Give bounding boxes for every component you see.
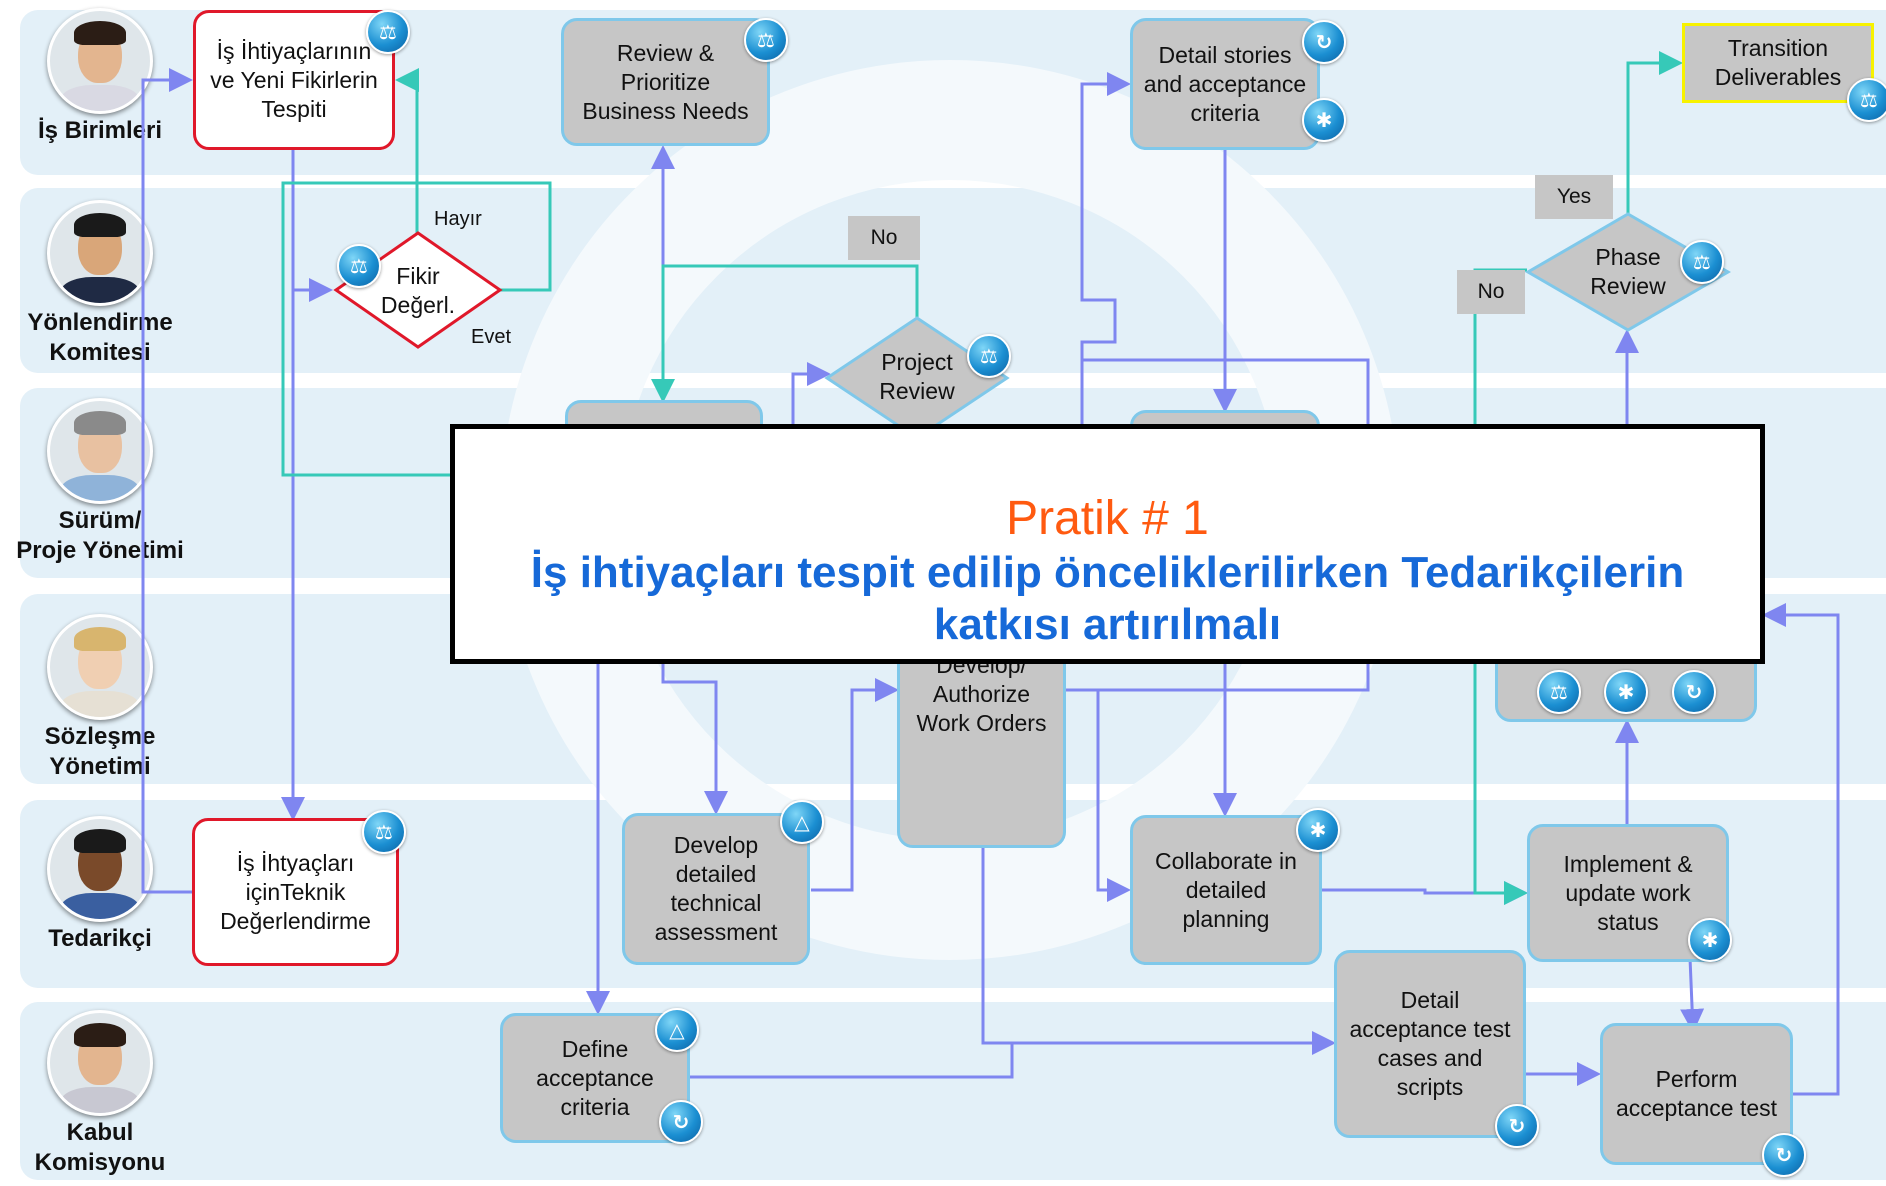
actor-label: İş Birimleri xyxy=(37,117,163,144)
actor-label: Yönlendirme Komitesi xyxy=(27,309,173,366)
node-review-prioritize: Review & Prioritize Business Needs xyxy=(561,18,770,146)
avatar xyxy=(47,614,153,720)
node-technical-evaluation: İş İhtyaçları içinTeknik Değerlendirme xyxy=(192,818,399,966)
avatar-torso xyxy=(60,475,140,501)
avatar xyxy=(47,200,153,306)
flow-develop-authorize xyxy=(811,678,899,892)
node-collaborate-planning: Collaborate in detailed planning xyxy=(1130,815,1322,965)
project-review-label: Project Review xyxy=(879,349,955,404)
fikir-degerl-label: Fikir Değerl. xyxy=(380,263,456,318)
avatar-hair xyxy=(74,1023,126,1047)
avatar-torso xyxy=(60,893,140,919)
actor-label: Tedarikçi xyxy=(48,925,152,952)
actor-label: Sözleşme Yönetimi xyxy=(44,723,156,780)
actor-yonlendirme-komitesi: Yönlendirme Komitesi xyxy=(0,200,200,368)
scale-icon: ⚖ xyxy=(362,810,406,854)
triangle-icon: △ xyxy=(655,1008,699,1052)
actor-is-birimleri: İş Birimleri xyxy=(0,8,200,146)
flow-to-develop-detailed xyxy=(661,664,728,815)
flow-authorize-collaborate xyxy=(1066,688,1131,902)
scale-icon: ⚖ xyxy=(967,334,1011,378)
node-develop-authorize: Develop/ Authorize Work Orders xyxy=(897,640,1066,848)
callout-title: Pratik # 1 xyxy=(1006,492,1209,545)
flow-project-review-no xyxy=(651,264,919,403)
no-tag-phase: No xyxy=(1457,270,1525,314)
node-define-acceptance: Define acceptance criteria xyxy=(500,1013,690,1143)
avatar-torso xyxy=(60,277,140,303)
flow-to-detail-stories xyxy=(1080,72,1131,424)
scale-icon: ⚖ xyxy=(744,18,788,62)
actor-surum-proje-yonetimi: Sürüm/ Proje Yönetimi xyxy=(0,398,200,566)
cycle-icon: ↻ xyxy=(1302,20,1346,64)
avatar-hair xyxy=(74,213,126,237)
actor-sozlesme-yonetimi: Sözleşme Yönetimi xyxy=(0,614,200,782)
node-transition-deliverables: Transition Deliverables xyxy=(1682,23,1874,103)
yes-tag-phase: Yes xyxy=(1535,175,1613,219)
scale-icon: ⚖ xyxy=(366,10,410,54)
node-detail-acceptance: Detail acceptance test cases and scripts xyxy=(1334,950,1526,1138)
flow-fikir-loop xyxy=(281,181,552,477)
evet-label: Evet xyxy=(471,326,512,348)
hub-icon: ✱ xyxy=(1296,808,1340,852)
flow-implement-to-perform xyxy=(1680,957,1705,1033)
no-tag-project: No xyxy=(848,216,920,260)
hayir-label: Hayır xyxy=(434,208,482,230)
avatar xyxy=(47,816,153,922)
flow-fikir-hayir xyxy=(395,68,419,240)
cycle-icon: ↻ xyxy=(1762,1133,1806,1177)
node-identify-needs: İş İhtiyaçlarının ve Yeni Fikirlerin Tes… xyxy=(193,10,395,150)
avatar-hair xyxy=(74,627,126,651)
phase-review-label: Phase Review xyxy=(1590,244,1666,299)
avatar xyxy=(47,1010,153,1116)
flow-to-project-review xyxy=(791,362,831,424)
avatar-torso xyxy=(60,85,140,111)
lane-kabul-komisyonu xyxy=(20,1002,1886,1180)
scale-icon: ⚖ xyxy=(1537,670,1581,714)
scale-icon: ⚖ xyxy=(337,244,381,288)
actor-kabul-komisyonu: Kabul Komisyonu xyxy=(0,1010,200,1178)
cycle-icon: ↻ xyxy=(1495,1104,1539,1148)
avatar xyxy=(47,398,153,504)
actor-label: Sürüm/ Proje Yönetimi xyxy=(16,507,184,564)
avatar-hair xyxy=(74,21,126,45)
cycle-icon: ↻ xyxy=(1672,670,1716,714)
scale-icon: ⚖ xyxy=(1680,240,1724,284)
actor-label: Kabul Komisyonu xyxy=(34,1119,166,1176)
avatar-hair xyxy=(74,411,126,435)
triangle-icon: △ xyxy=(780,800,824,844)
actor-tedarikci: Tedarikçi xyxy=(0,816,200,954)
hub-icon: ✱ xyxy=(1302,98,1346,142)
avatar-hair xyxy=(74,829,126,853)
avatar-torso xyxy=(60,691,140,717)
flow-supplier-to-identify xyxy=(141,68,195,894)
flow-phase-yes xyxy=(1626,51,1683,214)
flow-define-to-detail xyxy=(690,1043,1014,1079)
practice-callout: Pratik # 1 İş ihtiyaçları tespit edilip … xyxy=(450,424,1765,664)
flow-authorize-right xyxy=(1066,358,1370,692)
decision-diamonds xyxy=(333,212,1731,440)
flow-authorize-to-detail-acceptance xyxy=(981,845,1336,1055)
cycle-icon: ↻ xyxy=(659,1100,703,1144)
avatar xyxy=(47,8,153,114)
node-detail-stories: Detail stories and acceptance criteria xyxy=(1130,18,1320,150)
scale-icon: ⚖ xyxy=(1847,78,1886,122)
node-perform-acceptance: Perform acceptance test xyxy=(1600,1023,1793,1165)
avatar-torso xyxy=(60,1087,140,1113)
hub-icon: ✱ xyxy=(1604,670,1648,714)
callout-body: İş ihtiyaçları tespit edilip öncelikleri… xyxy=(530,548,1685,649)
flow-perform-to-status xyxy=(1762,603,1840,1096)
hub-icon: ✱ xyxy=(1688,918,1732,962)
node-develop-detailed: Develop detailed technical assessment xyxy=(622,813,810,965)
